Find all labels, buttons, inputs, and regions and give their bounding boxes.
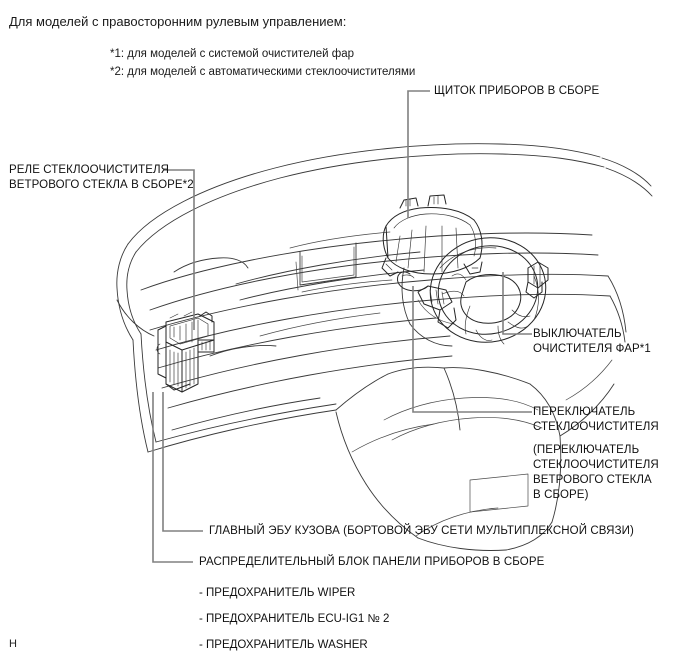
fuse-item-wiper: - ПРЕДОХРАНИТЕЛЬ WIPER [199, 587, 356, 599]
callout-wiper-relay-line2: ВЕТРОВОГО СТЕКЛА В СБОРЕ*2 [9, 179, 194, 191]
leader-wiper-switch [412, 286, 532, 413]
page-corner-mark: H [9, 638, 17, 650]
callout-wiper-switch-line2: СТЕКЛООЧИСТИТЕЛЯ [533, 421, 659, 433]
callout-wiper-switch-alt-line4: В СБОРЕ) [533, 489, 589, 501]
leader-wiper-relay [164, 169, 195, 330]
callout-main-body-ecu: ГЛАВНЫЙ ЭБУ КУЗОВА (БОРТОВОЙ ЭБУ СЕТИ МУ… [209, 525, 634, 537]
callout-wiper-switch-alt-line2: СТЕКЛООЧИСТИТЕЛЯ [533, 459, 659, 471]
leader-main-body-ecu [162, 392, 203, 532]
footnote-2: *2: для моделей с автоматическими стекло… [110, 66, 416, 78]
leader-headlamp-cleaner-switch [502, 272, 532, 335]
footnote-1: *1: для моделей с системой очистителей ф… [110, 48, 355, 60]
callout-headlamp-cleaner-switch-line2: ОЧИСТИТЕЛЯ ФАР*1 [533, 343, 651, 355]
callout-junction-block: РАСПРЕДЕЛИТЕЛЬНЫЙ БЛОК ПАНЕЛИ ПРИБОРОВ В… [199, 556, 545, 568]
callout-wiper-relay-line1: РЕЛЕ СТЕКЛООЧИСТИТЕЛЯ [9, 164, 170, 176]
leader-junction-block [152, 392, 193, 563]
fuse-item-washer: - ПРЕДОХРАНИТЕЛЬ WASHER [199, 639, 368, 651]
callout-wiper-switch-alt-line1: (ПЕРЕКЛЮЧАТЕЛЬ [533, 444, 640, 456]
callout-wiper-switch-alt-line3: ВЕТРОВОГО СТЕКЛА [533, 474, 652, 486]
callout-wiper-switch-line1: ПЕРЕКЛЮЧАТЕЛЬ [533, 406, 636, 418]
page-title: Для моделей с правосторонним рулевым упр… [9, 14, 347, 29]
fuse-item-ecu-ig1-2: - ПРЕДОХРАНИТЕЛЬ ECU-IG1 № 2 [199, 613, 390, 625]
callout-instrument-cluster: ЩИТОК ПРИБОРОВ В СБОРЕ [434, 85, 600, 97]
callout-headlamp-cleaner-switch-line1: ВЫКЛЮЧАТЕЛЬ [533, 328, 622, 340]
leader-instrument-cluster [407, 90, 430, 218]
